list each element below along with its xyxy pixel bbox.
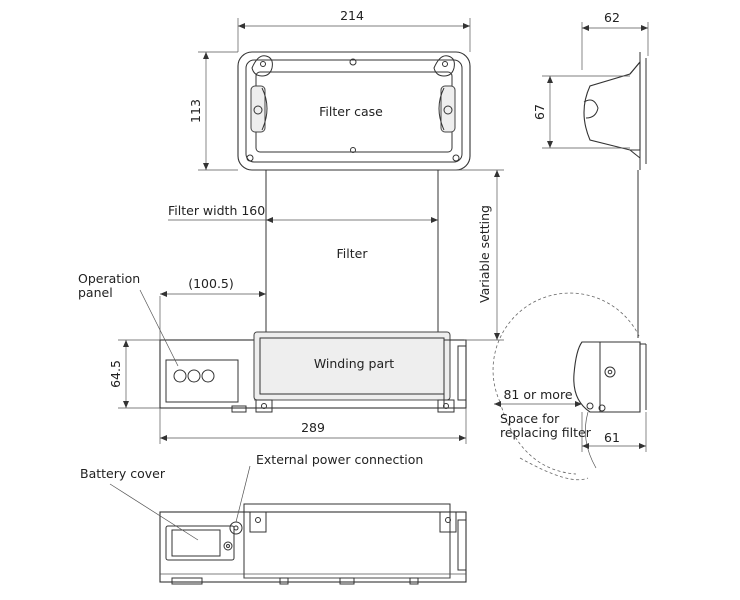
operation-panel-label-2: panel [78, 285, 113, 300]
dim-289: 289 [301, 420, 325, 435]
dim-214: 214 [340, 8, 364, 23]
external-power-label: External power connection [256, 452, 423, 467]
operation-panel: Operation panel [78, 271, 239, 403]
side-view-upper [583, 52, 647, 170]
bottom-view: Battery cover External power connection [80, 452, 467, 585]
filter-width-label: Filter width 160 [168, 203, 265, 218]
dim-64-5: 64.5 [108, 360, 123, 388]
dim-case-height: 113 [188, 51, 238, 171]
dim-side-height: 67 [532, 75, 630, 149]
dim-side-width: 62 [581, 10, 649, 70]
dim-113: 113 [188, 99, 203, 123]
filter-label: Filter [337, 246, 369, 261]
dim-81-or-more: 81 or more [503, 387, 572, 402]
dim-body-height: 64.5 [108, 339, 160, 409]
winding-part-label: Winding part [314, 356, 394, 371]
side-view-lower [492, 170, 647, 481]
dim-variable-setting: Variable setting [440, 169, 504, 341]
dim-filter-width: Filter width 160 [168, 203, 438, 223]
replace-space-label-1: Space for [500, 411, 560, 426]
filter-case: Filter case [237, 51, 471, 171]
panel-button-3 [201, 369, 215, 383]
dim-case-width: 214 [237, 8, 471, 52]
replace-space-label-2: replacing filter [500, 425, 592, 440]
filter-case-label: Filter case [319, 104, 383, 119]
filter-strip: Filter [265, 170, 439, 334]
battery-cover [165, 525, 235, 561]
dim-67: 67 [532, 104, 547, 120]
dim-total-width: 289 [159, 408, 467, 444]
dim-100-5: (100.5) [188, 276, 234, 291]
operation-panel-label-1: Operation [78, 271, 140, 286]
main-body-front: Winding part [159, 331, 467, 413]
panel-button-1 [173, 369, 187, 383]
variable-setting-label: Variable setting [477, 205, 492, 303]
panel-button-2 [187, 369, 201, 383]
dim-62: 62 [604, 10, 620, 25]
dim-panel-offset: (100.5) [159, 276, 266, 340]
dim-61: 61 [604, 430, 620, 445]
dim-side-depth: 61 [581, 412, 647, 452]
dim-clearance: 81 or more Space for replacing filter [494, 387, 592, 440]
battery-cover-label: Battery cover [80, 466, 166, 481]
